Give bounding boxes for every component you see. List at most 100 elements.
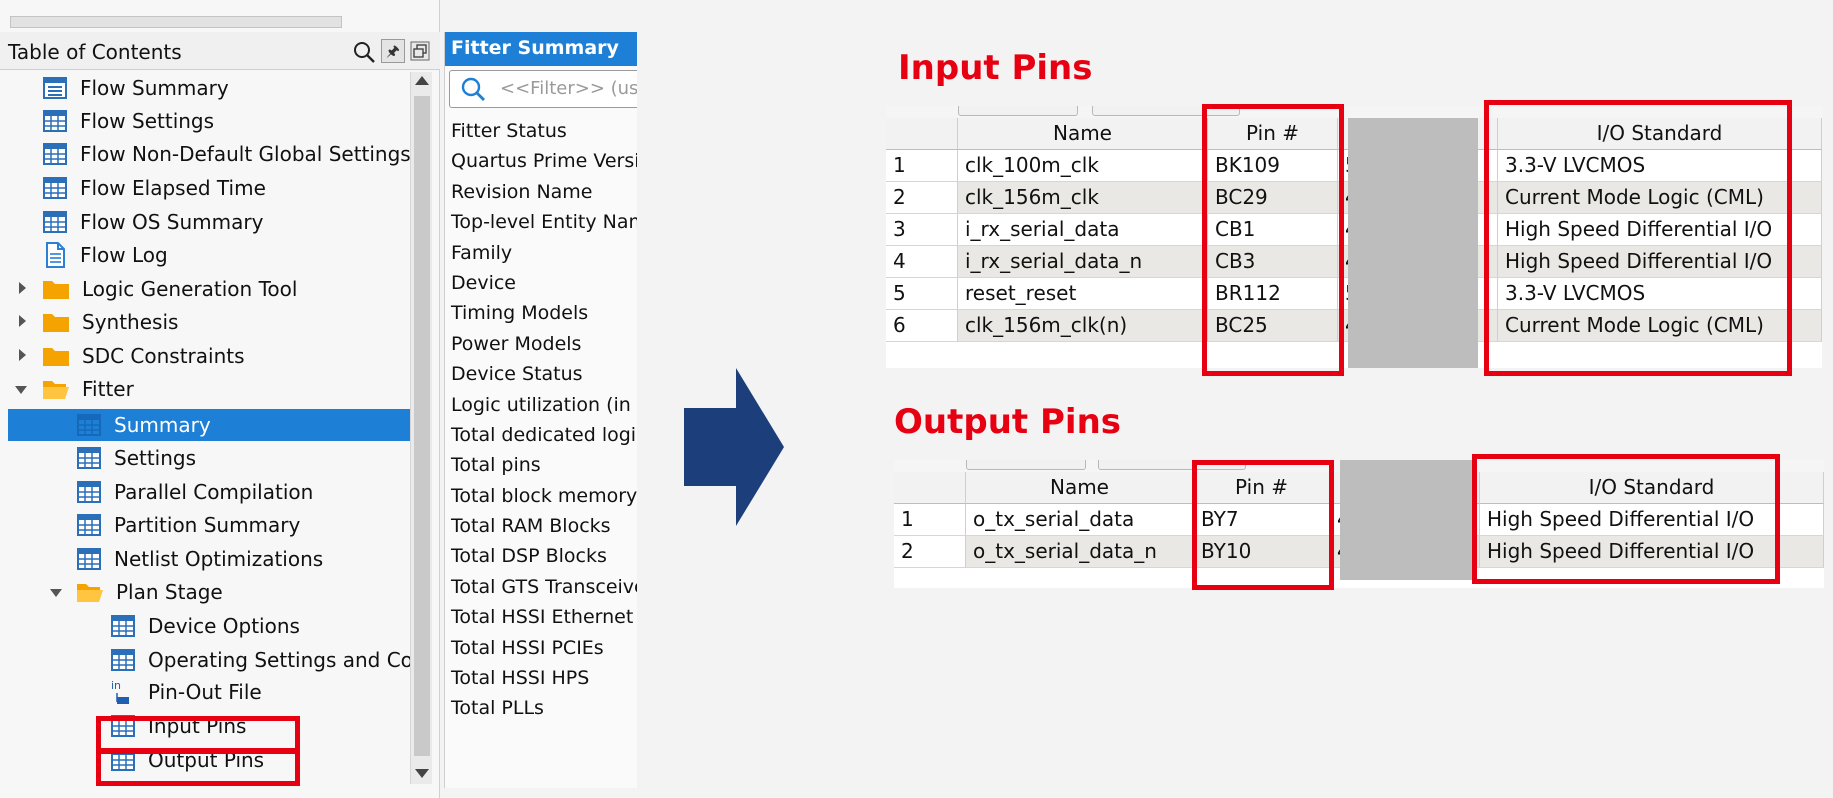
tab[interactable] [958, 106, 1078, 116]
folder-icon [43, 348, 69, 366]
chevron-down-icon[interactable] [13, 382, 29, 398]
toc-item-operating-settings[interactable]: Operating Settings and Conditions [110, 644, 410, 676]
row-index: 5 [886, 278, 958, 310]
row-index: 3 [886, 214, 958, 246]
fitter-row[interactable]: Total DSP Blocks [451, 545, 607, 568]
toc-item-label: Plan Stage [116, 580, 223, 604]
row-index: 1 [894, 504, 966, 536]
io-standard: High Speed Differential I/O [1480, 504, 1824, 536]
pin-icon[interactable]: 🖈 [381, 39, 405, 63]
toc-item-flow-non-default-global-settings[interactable]: Flow Non-Default Global Settings [42, 138, 410, 170]
toc-item-plan-stage[interactable]: Plan Stage [76, 576, 223, 608]
table-icon [111, 649, 135, 671]
toc-item-fitter[interactable]: Fitter [42, 373, 134, 405]
header-cell-pin[interactable]: Pin # [1208, 118, 1338, 150]
fitter-row[interactable]: Total RAM Blocks [451, 515, 611, 538]
toc-item-parallel-compilation[interactable]: Parallel Compilation [76, 476, 313, 508]
tab[interactable] [1098, 460, 1246, 470]
fitter-row[interactable]: Total PLLs [451, 697, 544, 720]
float-window-icon[interactable] [410, 41, 430, 61]
toc-item-flow-elapsed-time[interactable]: Flow Elapsed Time [42, 172, 266, 204]
vertical-scrollbar[interactable] [410, 72, 432, 784]
toc-panel: Table of Contents 🖈 Flow Summary [0, 0, 440, 798]
table-icon [43, 211, 67, 233]
pin-number: BY7 [1194, 504, 1330, 536]
fitter-row[interactable]: Family [451, 241, 513, 264]
toc-item-flow-settings[interactable]: Flow Settings [42, 105, 214, 137]
scroll-up-icon[interactable] [415, 76, 429, 85]
chevron-right-icon[interactable] [14, 313, 30, 329]
highlight-box-input-pin-column [1202, 104, 1344, 376]
toc-item-label: Flow Non-Default Global Settings [80, 142, 410, 166]
toc-item-label: Flow Elapsed Time [80, 176, 266, 200]
chevron-down-icon[interactable] [48, 585, 64, 601]
table-row[interactable]: 4 i_rx_serial_data_n CB3 4 High Speed Di… [886, 246, 1822, 278]
pin-name: clk_100m_clk [958, 150, 1208, 182]
toc-item-pin-out-file[interactable]: in Pin-Out File [110, 676, 262, 708]
fitter-row[interactable]: Total HSSI PCIEs [451, 636, 604, 659]
header-cell-name[interactable]: Name [966, 472, 1194, 504]
scroll-down-icon[interactable] [415, 769, 429, 778]
toc-item-partition-summary[interactable]: Partition Summary [76, 509, 300, 541]
toc-item-label: Flow Summary [80, 76, 229, 100]
chevron-right-icon[interactable] [14, 347, 30, 363]
toc-header: Table of Contents 🖈 [0, 32, 440, 70]
io-standard: Current Mode Logic (CML) [1498, 310, 1822, 342]
toc-item-label: Fitter [82, 377, 134, 401]
tab[interactable] [1092, 106, 1240, 116]
pin-name: i_rx_serial_data [958, 214, 1208, 246]
fitter-row[interactable]: Total GTS Transceivers [451, 575, 637, 598]
list-icon [43, 77, 67, 99]
toc-item-netlist-optimizations[interactable]: Netlist Optimizations [76, 543, 323, 575]
horizontal-scrollbar[interactable] [10, 16, 342, 28]
table-icon [77, 481, 101, 503]
toc-item-settings[interactable]: Settings [76, 442, 196, 474]
table-row[interactable]: 3 i_rx_serial_data CB1 4 High Speed Diff… [886, 214, 1822, 246]
tab[interactable] [966, 460, 1086, 470]
io-standard: High Speed Differential I/O [1498, 246, 1822, 278]
fitter-row[interactable]: Device Status [451, 363, 583, 386]
toc-item-flow-summary[interactable]: Flow Summary [42, 72, 229, 104]
fitter-row[interactable]: Device [451, 271, 516, 294]
toc-item-summary[interactable]: Summary [8, 409, 410, 441]
row-index: 1 [886, 150, 958, 182]
fitter-row[interactable]: Power Models [451, 332, 582, 355]
header-cell-io-standard[interactable]: I/O Standard [1480, 472, 1824, 504]
fitter-row[interactable]: Total HSSI HPS [451, 667, 590, 690]
fitter-row[interactable]: Total pins [451, 454, 541, 477]
scroll-thumb[interactable] [414, 96, 430, 756]
filter-input[interactable]: <<Filter>> (use [449, 70, 637, 108]
fitter-row[interactable]: Logic utilization (in ALMs) [451, 393, 637, 416]
search-icon[interactable] [352, 40, 376, 64]
pin-name: i_rx_serial_data_n [958, 246, 1208, 278]
fitter-row[interactable]: Revision Name [451, 180, 593, 203]
redacted-column [1340, 460, 1476, 580]
toc-item-label: Flow Settings [80, 109, 215, 133]
header-cell-io-standard[interactable]: I/O Standard [1498, 118, 1822, 150]
header-cell-name[interactable]: Name [958, 118, 1208, 150]
pin-number: BY10 [1194, 536, 1330, 568]
fitter-summary-header: Fitter Summary [445, 32, 637, 66]
toc-item-label: Parallel Compilation [114, 480, 314, 504]
svg-text:in: in [111, 679, 121, 692]
table-icon [43, 110, 67, 132]
fitter-summary-list: Fitter Status Quartus Prime Version Revi… [451, 116, 637, 724]
toc-item-device-options[interactable]: Device Options [110, 610, 300, 642]
fitter-row[interactable]: Timing Models [451, 302, 589, 325]
toc-item-sdc-constraints[interactable]: SDC Constraints [42, 340, 245, 372]
fitter-row[interactable]: Quartus Prime Version [451, 150, 637, 173]
fitter-row[interactable]: Fitter Status [451, 120, 567, 142]
chevron-right-icon[interactable] [14, 280, 30, 296]
io-standard: Current Mode Logic (CML) [1498, 182, 1822, 214]
fitter-row[interactable]: Total HSSI Ethernet Channels [451, 606, 637, 629]
table-row[interactable]: 6 clk_156m_clk(n) BC25 4 Current Mode Lo… [886, 310, 1822, 342]
toc-item-logic-generation-tool[interactable]: Logic Generation Tool [42, 273, 297, 305]
toc-item-synthesis[interactable]: Synthesis [42, 306, 178, 338]
pin-number: BC25 [1208, 310, 1338, 342]
header-cell-pin[interactable]: Pin # [1194, 472, 1330, 504]
fitter-row[interactable]: Total block memory bits [451, 484, 637, 507]
toc-item-flow-os-summary[interactable]: Flow OS Summary [42, 206, 263, 238]
fitter-row[interactable]: Total dedicated logic registers [451, 423, 637, 446]
fitter-row[interactable]: Top-level Entity Name [451, 211, 637, 234]
toc-item-flow-log[interactable]: Flow Log [44, 239, 168, 271]
